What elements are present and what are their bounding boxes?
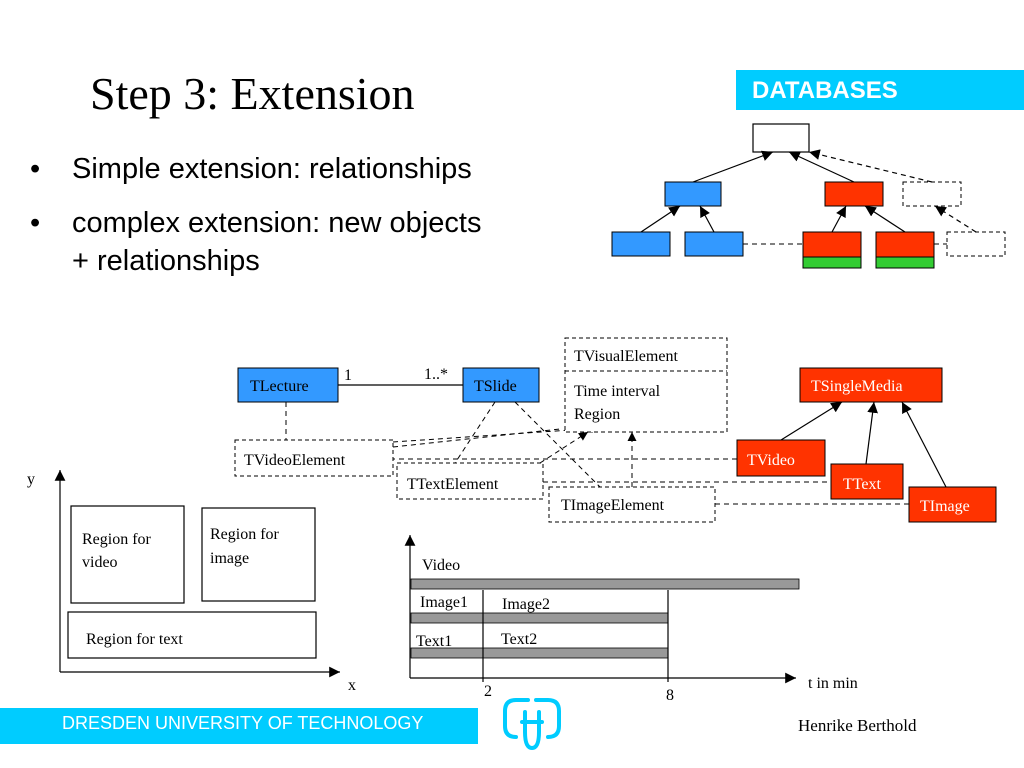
inheritance-arrow	[780, 401, 843, 441]
timeline-text2-label: Text2	[501, 631, 537, 648]
mini-hierarchy	[611, 123, 1006, 269]
tu-dresden-logo-icon	[503, 698, 561, 750]
timeline-video-label: Video	[422, 557, 460, 574]
x-axis-label: x	[348, 677, 356, 694]
uml-diagram: TLecture 1 1..* TSlide TVisualElement Ti…	[234, 337, 997, 523]
mini-arrow	[808, 149, 933, 183]
timeline-image1-label: Image1	[420, 594, 468, 611]
footer-bar	[0, 708, 478, 744]
mini-blue-leaf	[611, 231, 671, 257]
tslide-box	[462, 367, 540, 403]
mini-red-leaf	[875, 231, 935, 258]
region-layout: y x Region for video Region for image Re…	[27, 470, 356, 694]
timage-box	[908, 486, 997, 523]
region-text-label: Region for text	[86, 631, 183, 648]
tvisualelement-label: TVisualElement	[574, 348, 678, 365]
mini-dashed-box	[902, 181, 962, 207]
tick-label-2: 2	[484, 683, 492, 700]
mini-green-strip	[802, 256, 862, 269]
mini-dashed-leaf	[946, 231, 1006, 257]
inheritance-arrow	[865, 401, 878, 465]
tvideo-box	[736, 439, 826, 477]
mini-arrow	[692, 150, 774, 183]
timeline-axis-label: t in min	[808, 675, 858, 692]
region-video-box	[70, 505, 185, 604]
image-bar	[410, 612, 669, 624]
tvideo-label: TVideo	[747, 452, 795, 469]
tslide-label: TSlide	[474, 378, 517, 395]
mini-green-strip	[875, 256, 935, 269]
tvisualelement-attr: Time interval	[574, 383, 661, 400]
inheritance-arrow	[901, 401, 947, 488]
region-video-label: Region for	[82, 531, 152, 548]
multiplicity-one: 1	[344, 367, 352, 384]
dashed-arrow	[539, 431, 589, 464]
ttext-label: TText	[843, 476, 882, 493]
bullet-list: • Simple extension: relationships • comp…	[30, 150, 590, 296]
bullet-text: Simple extension: relationships	[72, 153, 472, 185]
dashed-link	[514, 401, 601, 488]
region-image-label: Region for	[210, 526, 280, 543]
mini-arrow	[788, 151, 855, 183]
timeline-text1-label: Text1	[416, 633, 452, 650]
tsinglemedia-label: TSingleMedia	[811, 378, 903, 395]
mini-red-leaf	[802, 231, 862, 258]
region-image-label: image	[210, 550, 249, 567]
region-text-box	[67, 611, 317, 659]
mini-blue-box	[664, 181, 722, 207]
mini-arrow	[831, 205, 847, 233]
bullet-icon: •	[30, 153, 41, 185]
mini-red-box	[824, 181, 884, 207]
tvideoelement-box	[234, 439, 394, 477]
bullet-text: complex extension: new objects + relatio…	[72, 207, 482, 277]
tick-label-8: 8	[666, 687, 674, 704]
mini-arrow	[640, 205, 681, 233]
timage-label: TImage	[920, 498, 970, 515]
footer-author: Henrike Berthold	[798, 716, 917, 735]
section-tag: DATABASES	[736, 70, 1024, 110]
multiplicity-many: 1..*	[424, 366, 448, 383]
tvideoelement-label: TVideoElement	[244, 452, 346, 469]
region-video-label: video	[82, 554, 118, 571]
timageelement-label: TImageElement	[561, 497, 665, 514]
dashed-arrow	[392, 428, 561, 448]
region-image-box	[201, 507, 316, 602]
mini-root-box	[752, 123, 810, 153]
tvisualelement-box	[564, 337, 728, 433]
footer-university: DRESDEN UNIVERSITY OF TECHNOLOGY	[62, 713, 424, 733]
bullet-item: • complex extension: new objects + relat…	[30, 204, 590, 280]
y-axis-label: y	[27, 471, 35, 488]
dashed-link	[454, 401, 496, 464]
mini-arrow	[934, 205, 977, 233]
tsinglemedia-box	[799, 367, 943, 403]
mini-arrow	[864, 205, 906, 233]
bullet-icon: •	[30, 207, 41, 239]
bullet-item: • Simple extension: relationships	[30, 150, 590, 188]
ttextelement-box	[396, 462, 544, 500]
ttext-box	[830, 463, 904, 500]
ttextelement-label: TTextElement	[407, 476, 499, 493]
timageelement-box	[548, 486, 716, 523]
timeline-image2-label: Image2	[502, 596, 550, 613]
tvisualelement-attr: Region	[574, 406, 620, 423]
text-bar	[410, 647, 669, 659]
mini-blue-leaf	[684, 231, 744, 257]
video-bar	[410, 578, 800, 590]
slide-title: Step 3: Extension	[90, 68, 415, 119]
tlecture-label: TLecture	[250, 378, 309, 395]
mini-arrow	[699, 205, 715, 233]
timeline: t in min Video Image1 Image2 Text1 Text2…	[404, 535, 858, 704]
tlecture-box	[237, 367, 339, 403]
